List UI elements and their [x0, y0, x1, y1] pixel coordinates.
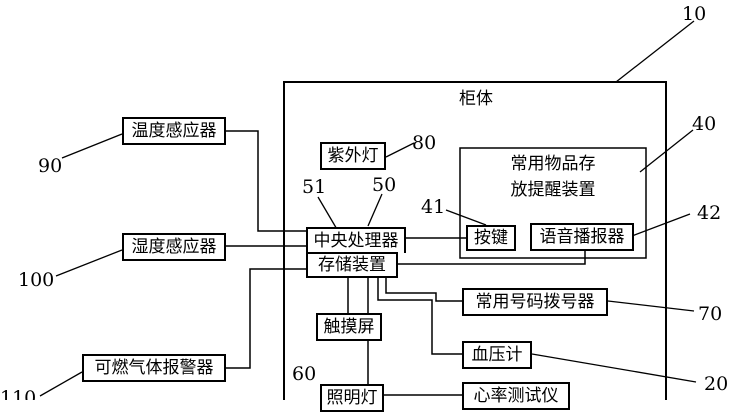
cabinet-frame: [283, 81, 667, 400]
reminder-line-2: 放提醒装置: [510, 180, 596, 200]
touchscreen-box: 触摸屏: [316, 313, 382, 341]
leader-41: [445, 209, 487, 226]
reminder-line-1: 常用物品存: [510, 154, 596, 174]
ref-42: 42: [697, 202, 721, 224]
leader-90: [61, 133, 123, 159]
leader-51: [317, 196, 339, 232]
leader-20: [531, 353, 697, 383]
leader-100: [55, 249, 123, 277]
wire-gas-alarm: [226, 268, 306, 369]
temp-sensor-box: 温度感应器: [122, 117, 226, 145]
ref-100: 100: [18, 269, 54, 291]
leader-50: [367, 193, 383, 227]
ref-41: 41: [421, 196, 445, 218]
bp-meter-box: 血压计: [462, 341, 532, 369]
heart-rate-box: 心率测试仪: [462, 382, 570, 410]
key-box: 按键: [466, 225, 516, 251]
leader-10: [615, 20, 695, 83]
ref-80: 80: [412, 132, 436, 154]
leader-42: [631, 213, 691, 237]
lighting-box: 照明灯: [320, 384, 384, 412]
ref-60: 60: [292, 363, 316, 385]
diagram-lines: 10 40 42 80 41 51 50 90 100 110 60 70 20: [0, 3, 728, 400]
leader-70: [607, 300, 695, 312]
ref-40: 40: [692, 113, 716, 135]
cpu-box: 中央处理器: [306, 227, 406, 253]
leader-110: [39, 371, 83, 397]
wire-bp-meter: [377, 276, 462, 355]
ref-50: 50: [372, 174, 396, 196]
ref-70: 70: [698, 303, 722, 325]
uv-lamp-box: 紫外灯: [320, 142, 386, 170]
dialer-box: 常用号码拨号器: [462, 288, 608, 316]
voice-box: 语音播报器: [530, 223, 634, 251]
reminder-frame: [459, 147, 647, 259]
ref-110: 110: [0, 387, 36, 400]
cabinet-title: 柜体: [459, 88, 493, 109]
humidity-sensor-box: 湿度感应器: [122, 233, 226, 261]
ref-90: 90: [38, 155, 62, 177]
storage-box: 存储装置: [306, 252, 398, 278]
leader-40: [639, 129, 694, 173]
leader-80: [385, 142, 415, 158]
reminder-device-label: 常用物品存 放提醒装置: [470, 150, 636, 204]
wire-storage-voice: [398, 250, 586, 265]
ref-20: 20: [704, 373, 728, 395]
ref-51: 51: [302, 176, 326, 198]
wire-temp-sensor: [226, 130, 306, 232]
wire-dialer: [385, 276, 462, 302]
ref-10: 10: [682, 3, 706, 25]
gas-alarm-box: 可燃气体报警器: [82, 354, 226, 382]
